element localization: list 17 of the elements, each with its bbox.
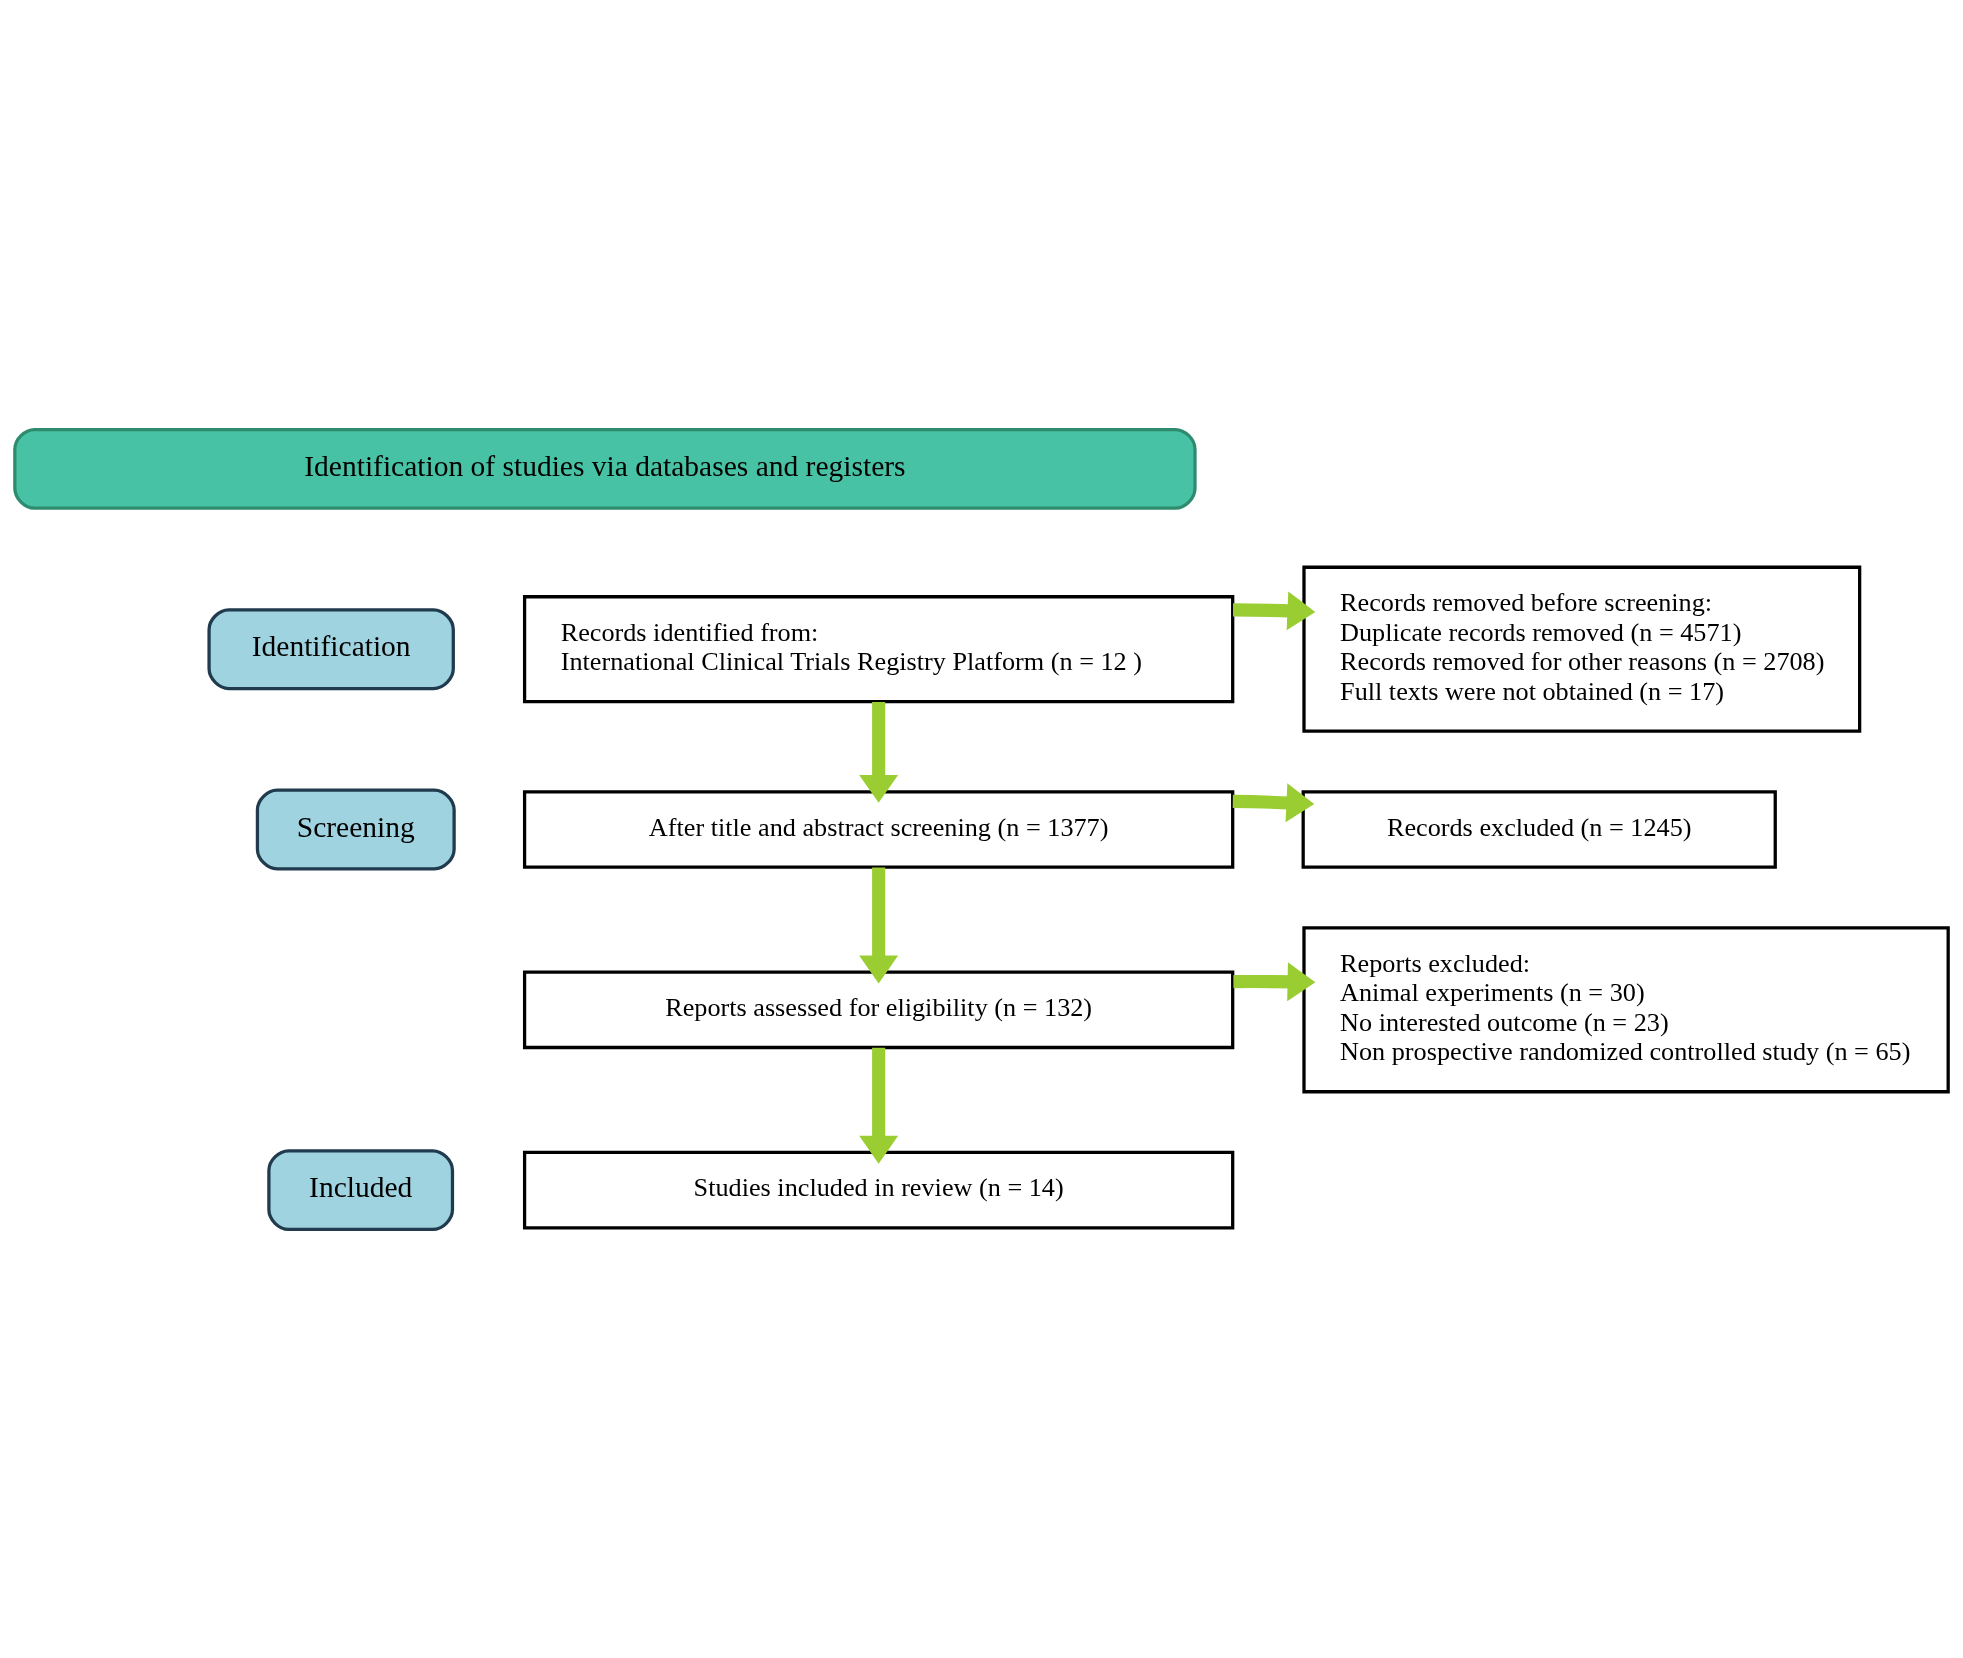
node-box: After title and abstract screening (n = 1377) <box>522 789 1235 869</box>
arrow <box>859 701 899 803</box>
node-box: Identification of studies via databases and registers <box>13 427 1197 510</box>
arrow <box>859 1047 899 1164</box>
node-box: Studies included in review (n = 14) <box>522 1150 1235 1229</box>
arrow <box>1232 782 1315 822</box>
node-box: Reports excluded: Animal experiments (n = 30) No interested outcome (n = 23) Non prospective randomized controlled study (n = 65) <box>1302 925 1950 1093</box>
arrow <box>1232 590 1316 630</box>
arrow <box>1233 961 1316 1001</box>
node-box: Screening <box>255 788 456 870</box>
node-box: Reports assessed for eligibility (n = 132) <box>522 969 1235 1049</box>
node-box: Included <box>267 1148 455 1231</box>
node-box: Records identified from: International Clinical Trials Registry Platform (n = 12 ) <box>522 594 1235 703</box>
node-box: Identification <box>207 607 455 690</box>
node-box: Records removed before screening: Duplicate records removed (n = 4571) Records removed for other reasons (n = 2708) Full texts were not obtained (n = 17) <box>1302 565 1862 733</box>
arrow <box>859 866 899 983</box>
node-box: Records excluded (n = 1245) <box>1301 789 1777 869</box>
